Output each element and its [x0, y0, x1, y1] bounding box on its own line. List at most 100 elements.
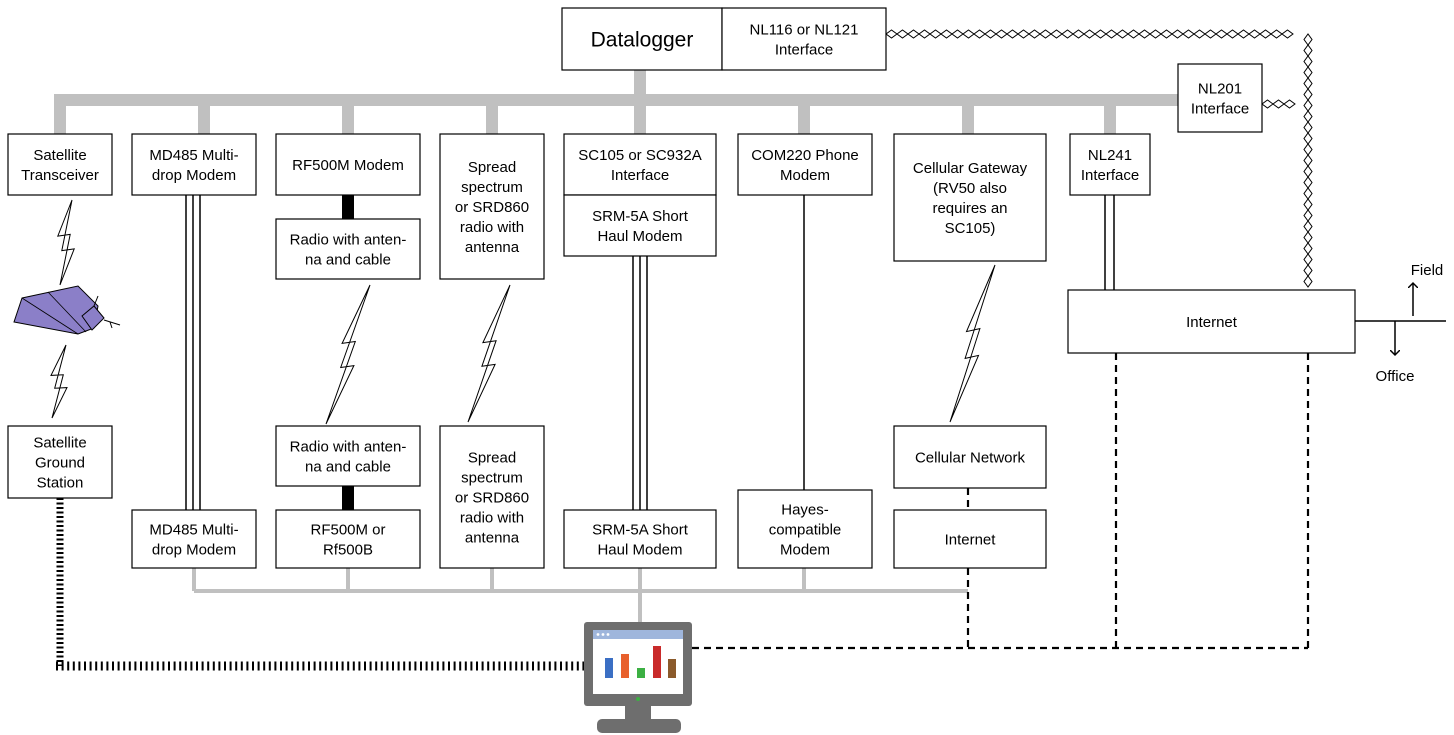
dashed-internet-links: [692, 353, 1310, 650]
radio-top-box: Radio with anten-na and cable: [275, 218, 421, 280]
lightning-bolt-icon: [50, 344, 68, 419]
chain-link: [1017, 29, 1030, 39]
lightning-bolt-icon: [57, 199, 75, 286]
label-line: Haul Modem: [597, 228, 682, 245]
chain-link: [929, 29, 942, 39]
label-line: RF500M or: [310, 521, 385, 538]
label-line: na and cable: [305, 251, 391, 268]
md485-top-label: MD485 Multi-drop Modem: [149, 147, 238, 184]
label-line: Interface: [775, 41, 833, 58]
datalogger-box: Datalogger: [561, 7, 723, 71]
label-line: Spread: [468, 159, 516, 176]
label-line: or SRD860: [455, 489, 529, 506]
chain-link: [1303, 143, 1313, 156]
bottom-bus: [192, 568, 968, 622]
label-line: NL116 or NL121: [750, 21, 859, 38]
chain-link: [1061, 29, 1074, 39]
label-line: SC105): [945, 220, 996, 237]
label-line: Cellular Gateway: [913, 160, 1028, 177]
label-line: or SRD860: [455, 199, 529, 216]
rf500m-radio-connector-top: [342, 195, 354, 219]
label-line: drop Modem: [152, 541, 236, 558]
label-line: MD485 Multi-: [149, 147, 238, 164]
srm-cable: [632, 256, 648, 510]
chain-link: [1303, 231, 1313, 244]
label-line: radio with: [460, 509, 524, 526]
label-line: NL241: [1088, 147, 1132, 164]
label-line: Radio with anten-: [290, 438, 407, 455]
chain-link: [1270, 29, 1283, 39]
chain-link: [1171, 29, 1184, 39]
ground-station-cable: [56, 498, 590, 671]
label-line: SC105 or SC932A: [578, 147, 701, 164]
top-bus: [54, 70, 1178, 134]
md485-bottom-label: MD485 Multi-drop Modem: [149, 521, 238, 558]
datalogger-label: Datalogger: [591, 28, 694, 51]
chain-link: [1226, 29, 1239, 39]
chain-link: [907, 29, 920, 39]
cellular-network-label: Cellular Network: [915, 449, 1026, 466]
chain-link: [951, 29, 964, 39]
chain-link: [1281, 29, 1294, 39]
chain-link: [1094, 29, 1107, 39]
chain-link: [1303, 110, 1313, 123]
chain-link: [973, 29, 986, 39]
label-line: antenna: [465, 529, 520, 546]
label-line: Satellite: [33, 147, 86, 164]
chain-link: [995, 29, 1008, 39]
internet-main-label: Internet: [1186, 314, 1238, 331]
label-line: drop Modem: [152, 167, 236, 184]
label-line: Satellite: [33, 434, 86, 451]
chain-link: [1283, 99, 1296, 109]
label-line: radio with: [460, 219, 524, 236]
satellite-icon: [13, 285, 121, 335]
label-line: Interface: [1191, 100, 1249, 117]
chain-link: [1303, 44, 1313, 57]
label-line: RF500M Modem: [292, 157, 404, 174]
field-label: Field: [1411, 262, 1444, 279]
chain-link: [984, 29, 997, 39]
label-line: Internet: [945, 531, 997, 548]
chain-link: [885, 29, 898, 39]
cellular-gateway-label: Cellular Gateway (RV50 also requires an SC1…: [913, 160, 1028, 237]
chain-link: [1028, 29, 1041, 39]
chain-link: [962, 29, 975, 39]
chain-link: [1248, 29, 1261, 39]
chain-link: [1182, 29, 1195, 39]
label-line: Modem: [780, 541, 830, 558]
chain-link: [1261, 99, 1274, 109]
diamond-chain: [885, 29, 1313, 288]
internet-cell-box: Internet: [893, 509, 1047, 569]
chain-link: [1138, 29, 1151, 39]
chain-link: [1039, 29, 1052, 39]
chain-link: [1303, 55, 1313, 68]
label-line: requires an: [932, 200, 1007, 217]
wireless-links: [50, 199, 996, 425]
label-line: Spread: [468, 449, 516, 466]
label-line: (RV50 also: [933, 180, 1007, 197]
chain-link: [1303, 132, 1313, 145]
chain-link: [1072, 29, 1085, 39]
chain-link: [1303, 264, 1313, 277]
chain-link: [1303, 253, 1313, 266]
chain-link: [1116, 29, 1129, 39]
chain-link: [896, 29, 909, 39]
